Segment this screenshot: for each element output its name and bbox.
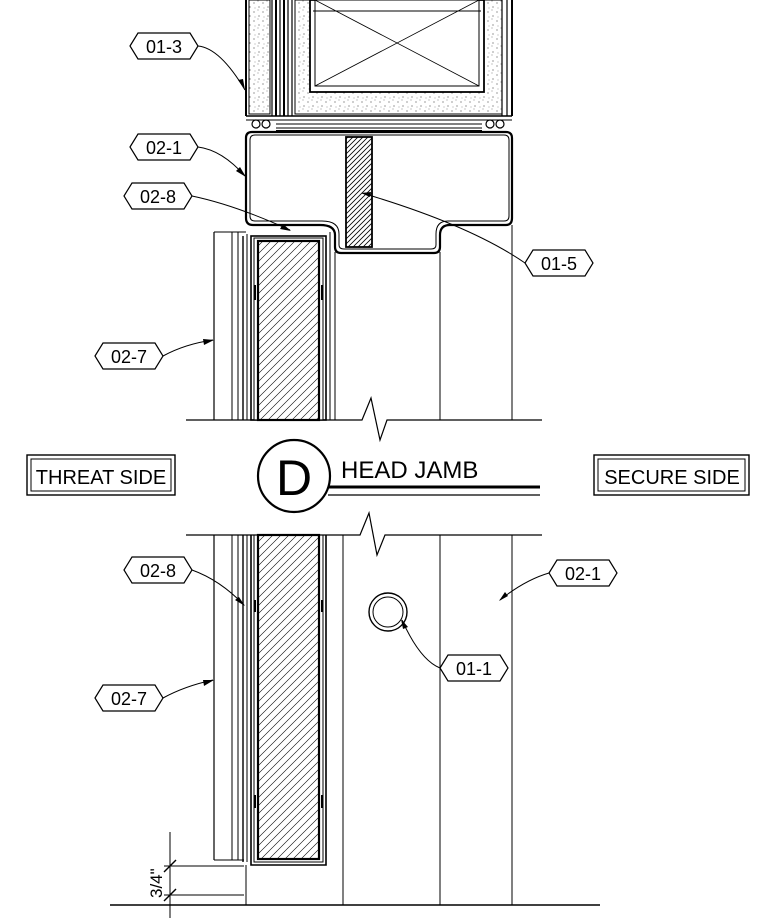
threat-side-label: THREAT SIDE [26,454,176,496]
callout-02-7-bot: 02-7 [94,679,214,712]
upper-door-section [186,225,542,443]
callout-02-7-top: 02-7 [94,339,214,370]
secure-side-text: SECURE SIDE [604,467,740,489]
frame-head-profile [244,130,514,255]
svg-text:01-1: 01-1 [456,659,492,679]
svg-text:02-8: 02-8 [140,561,176,581]
callout-01-5: 01-5 [361,192,594,277]
callout-02-8-bot: 02-8 [123,556,245,606]
dimension-3-4-inch: 3/4" [147,832,244,918]
svg-text:02-7: 02-7 [111,347,147,367]
threat-side-text: THREAT SIDE [36,467,166,489]
svg-text:01-3: 01-3 [146,37,182,57]
secure-side-label: SECURE SIDE [593,454,750,496]
callout-02-1-top: 02-1 [129,133,246,177]
detail-marker-letter: D [276,450,312,506]
callout-02-1-bot: 02-1 [499,559,618,601]
wall-above-frame [245,0,513,132]
detail-title-text: HEAD JAMB [341,457,478,484]
detail-title: D HEAD JAMB [256,438,540,514]
callout-02-8-top: 02-8 [123,182,291,231]
svg-text:02-7: 02-7 [111,689,147,709]
callout-01-1: 01-1 [401,619,509,682]
svg-text:02-1: 02-1 [146,138,182,158]
svg-text:02-8: 02-8 [140,187,176,207]
svg-text:01-5: 01-5 [541,254,577,274]
dimension-text: 3/4" [147,868,166,898]
callout-01-3-top: 01-3 [129,32,246,91]
svg-text:02-1: 02-1 [565,564,601,584]
lower-door-section [110,510,600,906]
